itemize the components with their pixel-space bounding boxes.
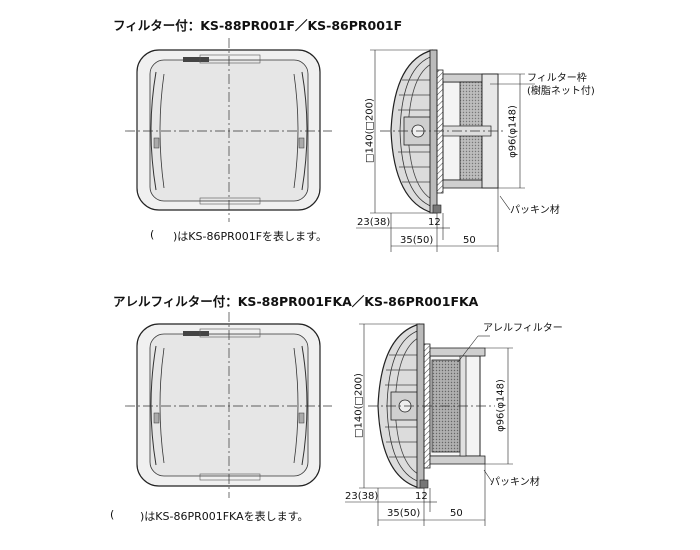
bottom-title: アレルフィルター付：KS-88PR001FKA／KS-86PR001FKA: [113, 294, 479, 309]
bottom-dim-square: □140(□200): [353, 373, 365, 438]
bottom-front-panel: [125, 312, 332, 498]
bottom-side-view: [368, 323, 495, 489]
top-dim-left: 23(38): [357, 217, 391, 228]
bottom-dim-pipe: φ96(φ148): [495, 379, 507, 432]
logo-badge: [183, 331, 209, 336]
bottom-dim-12: 12: [415, 491, 428, 502]
bottom-callout-packing: パッキン材: [490, 477, 540, 488]
bottom-callout-filter: アレルフィルター: [483, 323, 563, 334]
logo-badge: [183, 57, 209, 62]
top-front-panel: [125, 38, 332, 222]
top-callout-filter-2: (樹脂ネット付): [527, 86, 595, 97]
top-dim-35: 35(50): [400, 235, 434, 246]
bottom-note-paren: (: [110, 508, 115, 521]
top-note-paren: (: [150, 228, 155, 241]
top-callout-packing: パッキン材: [510, 205, 560, 216]
top-dimension-lines: [356, 49, 535, 252]
bottom-note-text: )はKS-86PR001FKAを表します。: [140, 510, 309, 523]
top-note-text: )はKS-86PR001Fを表します。: [173, 230, 327, 243]
bottom-dim-35: 35(50): [387, 508, 421, 519]
bottom-dim-left: 23(38): [345, 491, 379, 502]
top-dim-12: 12: [428, 217, 441, 228]
top-side-view: [380, 49, 505, 214]
top-dim-50: 50: [463, 235, 476, 246]
top-title: フィルター付：KS-88PR001F／KS-86PR001F: [113, 18, 403, 33]
bottom-dimension-lines: [345, 323, 513, 526]
top-callout-filter-1: フィルター枠: [527, 73, 587, 84]
bottom-dim-50: 50: [450, 508, 463, 519]
